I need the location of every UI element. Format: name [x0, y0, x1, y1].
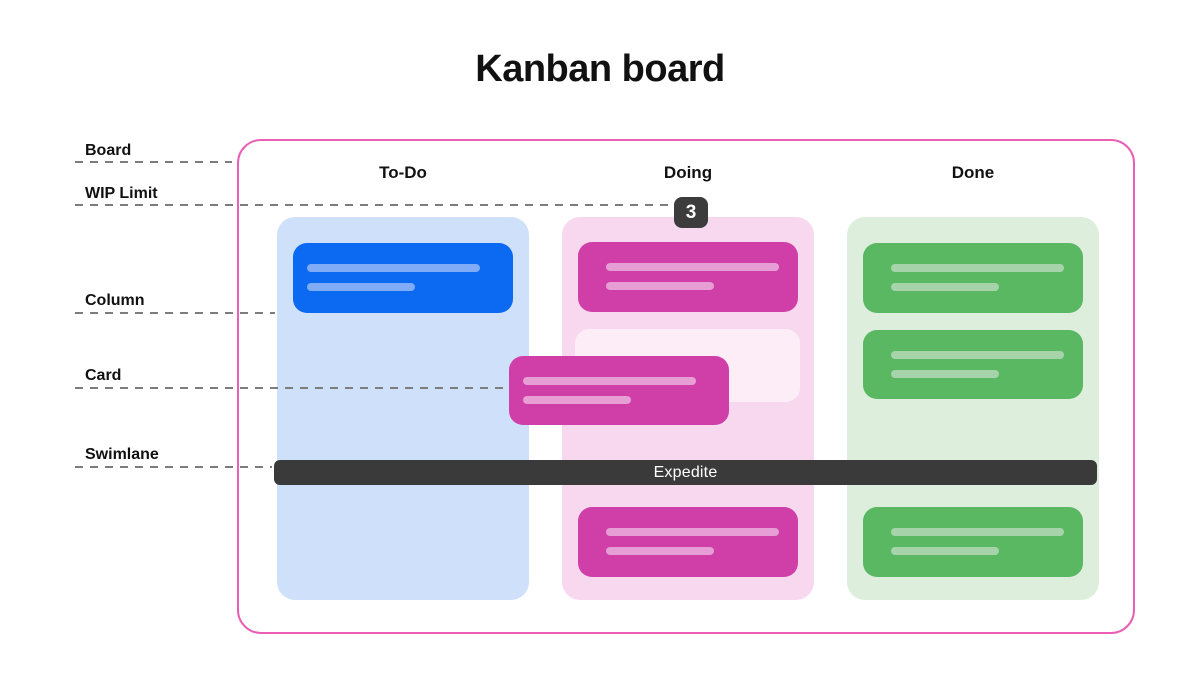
card-text-placeholder	[606, 282, 714, 290]
card	[863, 243, 1083, 313]
card-text-placeholder	[523, 396, 631, 404]
column-header-done: Done	[951, 163, 995, 182]
card-text-placeholder	[891, 528, 1064, 536]
page-title: Kanban board	[475, 48, 725, 90]
column-done	[847, 217, 1099, 600]
card-text-placeholder	[606, 528, 779, 536]
column-header-todo: To-Do	[379, 163, 427, 182]
callout-card-label: Card	[85, 367, 122, 384]
card-text-placeholder	[891, 283, 999, 291]
card-text-placeholder	[307, 283, 415, 291]
leader-line-wip-limit	[75, 204, 672, 206]
card-text-placeholder	[891, 264, 1064, 272]
card-text-placeholder	[606, 263, 779, 271]
wip-limit-badge: 3	[674, 197, 708, 228]
card-text-placeholder	[891, 351, 1064, 359]
card	[293, 243, 513, 313]
card	[578, 242, 798, 312]
card-text-placeholder	[891, 547, 999, 555]
card	[863, 330, 1083, 399]
column-header-doing: Doing	[663, 163, 713, 182]
callout-swimlane-label: Swimlane	[85, 446, 159, 463]
column-todo	[277, 217, 529, 600]
leader-line-column	[75, 312, 275, 314]
card-text-placeholder	[891, 370, 999, 378]
leader-line-card	[75, 387, 507, 389]
card-text-placeholder	[523, 377, 696, 385]
callout-board-label: Board	[85, 142, 132, 159]
card	[578, 507, 798, 577]
leader-line-swimlane	[75, 466, 272, 468]
leader-line-board	[75, 161, 232, 163]
card-text-placeholder	[606, 547, 714, 555]
dragged-card	[509, 356, 729, 425]
card	[863, 507, 1083, 577]
kanban-board: To-Do Doing Done 3	[237, 139, 1135, 634]
column-doing	[562, 217, 814, 600]
card-text-placeholder	[307, 264, 480, 272]
callout-column-label: Column	[85, 292, 145, 309]
callout-wip-limit-label: WIP Limit	[85, 185, 158, 202]
swimlane-expedite: Expedite	[274, 460, 1097, 485]
swimlane-label: Expedite	[653, 463, 718, 481]
